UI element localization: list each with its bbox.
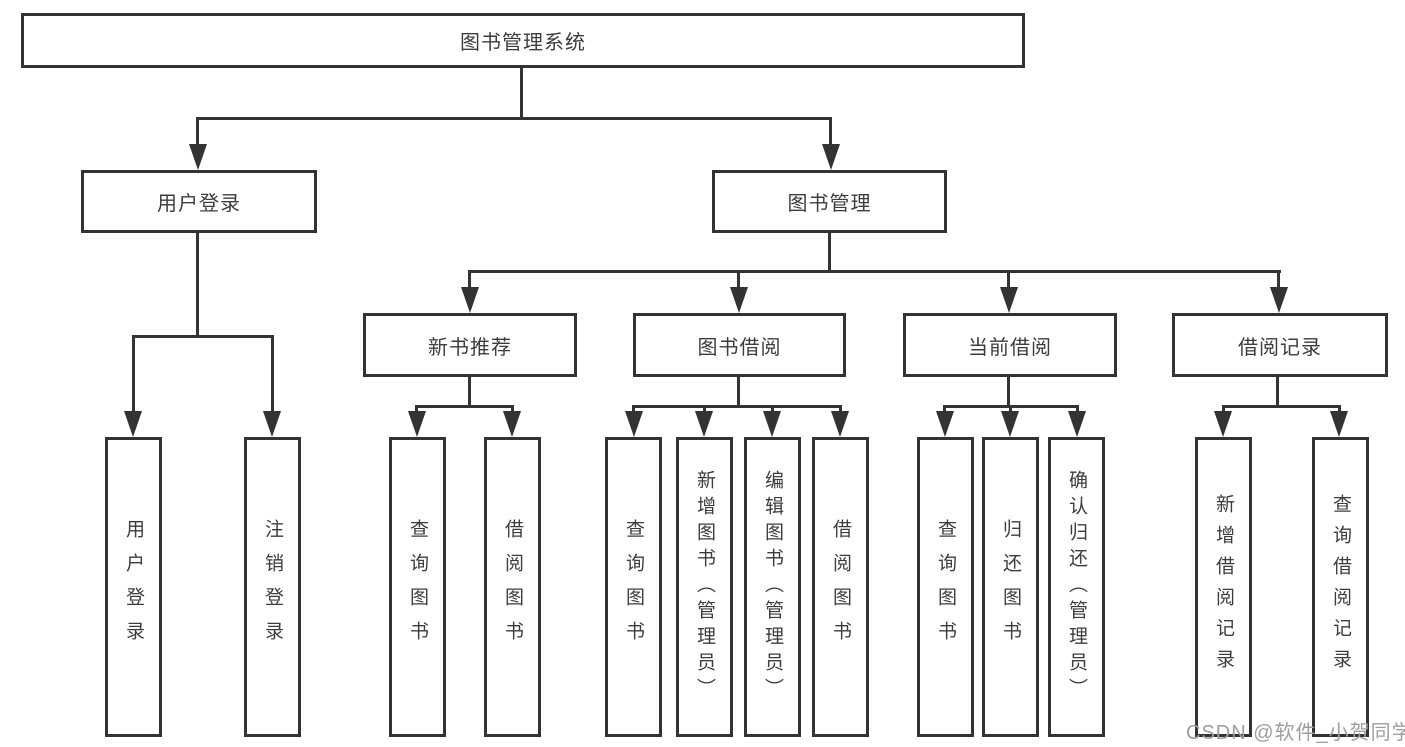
node-new-book-recommend: 新书推荐	[363, 313, 577, 377]
connector-current-borrow-stem	[1007, 377, 1010, 407]
connector-to-leaf-query-record	[1338, 405, 1341, 414]
arrowhead-to-new-books	[461, 287, 479, 313]
node-book-management: 图书管理	[712, 170, 947, 233]
connector-to-borrow-records	[1277, 270, 1280, 290]
arrowhead-to-book-mgmt	[822, 144, 840, 170]
leaf-query-borrow-record: 查询借阅记录	[1312, 437, 1369, 737]
connector-to-leaf-borrow1	[511, 405, 514, 414]
connector-to-leaf-borrow2	[839, 405, 842, 414]
leaf-logout: 注销登录	[244, 437, 301, 737]
leaf-add-books-admin-label: 新增图书（管理员）	[694, 470, 715, 704]
connector-borrow-records-stem	[1276, 377, 1279, 407]
arrowhead-to-leaf-borrow1	[503, 411, 521, 437]
connector-to-leaf-edit-books	[771, 405, 774, 414]
arrowhead-to-leaf-borrow2	[831, 411, 849, 437]
node-borrow-records-label: 借阅记录	[1238, 336, 1322, 359]
leaf-borrow-books-label: 借阅图书	[830, 519, 851, 655]
node-book-borrow-label: 图书借阅	[697, 336, 782, 359]
node-current-borrow: 当前借阅	[903, 313, 1117, 377]
connector-to-leaf-add-record	[1222, 405, 1225, 414]
leaf-borrow-books-recommend: 借阅图书	[484, 437, 541, 737]
connector-to-leaf-confirm-return	[1076, 405, 1079, 414]
connector-to-new-books	[468, 270, 471, 290]
leaf-borrow-books: 借阅图书	[812, 437, 869, 737]
leaf-borrow-books-recommend-label: 借阅图书	[502, 519, 523, 655]
leaf-query-books-borrow: 查询图书	[605, 437, 662, 737]
connector-to-user-login	[196, 117, 199, 146]
arrowhead-to-leaf-query-record	[1330, 411, 1348, 437]
arrowhead-to-current-borrow	[1000, 287, 1018, 313]
connector-to-leaf-add-books	[703, 405, 706, 414]
node-user-login-label: 用户登录	[157, 193, 241, 215]
node-root-system: 图书管理系统	[21, 13, 1025, 68]
connector-to-leaf-return	[1009, 405, 1012, 414]
leaf-query-books-current: 查询图书	[917, 437, 974, 737]
connector-new-books-stem	[468, 377, 471, 407]
connector-to-book-mgmt	[829, 117, 832, 146]
leaf-return-books: 归还图书	[982, 437, 1039, 737]
connector-book-borrow-stem	[737, 377, 740, 407]
connector-to-current-borrow	[1007, 270, 1010, 290]
leaf-edit-books-admin: 编辑图书（管理员）	[744, 437, 801, 737]
node-book-management-label: 图书管理	[787, 193, 872, 215]
leaf-confirm-return-admin: 确认归还（管理员）	[1048, 437, 1105, 737]
leaf-confirm-return-admin-label: 确认归还（管理员）	[1066, 470, 1087, 704]
leaf-logout-label: 注销登录	[262, 519, 283, 655]
arrowhead-to-leaf-user-login	[124, 411, 142, 437]
node-root-label: 图书管理系统	[460, 32, 586, 54]
leaf-add-borrow-record-label: 新增借阅记录	[1213, 494, 1234, 680]
leaf-query-books-borrow-label: 查询图书	[623, 519, 644, 655]
connector-new-books-rail	[415, 405, 514, 408]
arrowhead-to-leaf-confirm-return	[1068, 411, 1086, 437]
leaf-query-books-recommend: 查询图书	[389, 437, 446, 737]
node-new-book-recommend-label: 新书推荐	[428, 336, 512, 359]
leaf-edit-books-admin-label: 编辑图书（管理员）	[762, 470, 783, 704]
leaf-user-login-label: 用户登录	[123, 519, 144, 655]
node-user-login: 用户登录	[81, 170, 317, 233]
arrowhead-to-leaf-query3	[936, 411, 954, 437]
arrowhead-to-user-login	[189, 144, 207, 170]
arrowhead-to-leaf-query2	[625, 411, 643, 437]
leaf-query-books-recommend-label: 查询图书	[407, 519, 428, 655]
connector-to-leaf-query2	[632, 405, 635, 414]
connector-to-leaf-user-login	[132, 335, 135, 413]
arrowhead-to-leaf-add-books	[695, 411, 713, 437]
connector-book-borrow-rail	[632, 405, 842, 408]
leaf-query-borrow-record-label: 查询借阅记录	[1330, 494, 1351, 680]
connector-user-login-rail	[132, 335, 274, 338]
leaf-add-books-admin: 新增图书（管理员）	[676, 437, 733, 737]
connector-user-login-stem	[196, 233, 199, 337]
connector-borrow-records-rail	[1222, 405, 1341, 408]
connector-book-mgmt-stem	[828, 233, 831, 272]
node-book-borrow: 图书借阅	[633, 313, 846, 377]
arrowhead-to-leaf-edit-books	[763, 411, 781, 437]
leaf-return-books-label: 归还图书	[1000, 519, 1021, 655]
leaf-query-books-current-label: 查询图书	[935, 519, 956, 655]
arrowhead-to-leaf-return	[1001, 411, 1019, 437]
arrowhead-to-book-borrow	[730, 287, 748, 313]
connector-root-stem	[520, 68, 523, 119]
arrowhead-to-leaf-logout	[263, 411, 281, 437]
csdn-watermark: CSDN @软件_小贺同学	[1186, 722, 1405, 744]
connector-to-book-borrow	[737, 270, 740, 290]
node-current-borrow-label: 当前借阅	[968, 336, 1052, 359]
connector-level3-rail	[469, 270, 1281, 273]
arrowhead-to-borrow-records	[1270, 287, 1288, 313]
connector-to-leaf-query3	[943, 405, 946, 414]
connector-to-leaf-query1	[415, 405, 418, 414]
node-borrow-records: 借阅记录	[1172, 313, 1388, 377]
connector-level2-rail	[196, 117, 832, 120]
leaf-add-borrow-record: 新增借阅记录	[1195, 437, 1252, 737]
connector-to-leaf-logout	[271, 335, 274, 413]
leaf-user-login: 用户登录	[105, 437, 162, 737]
arrowhead-to-leaf-query1	[408, 411, 426, 437]
arrowhead-to-leaf-add-record	[1214, 411, 1232, 437]
